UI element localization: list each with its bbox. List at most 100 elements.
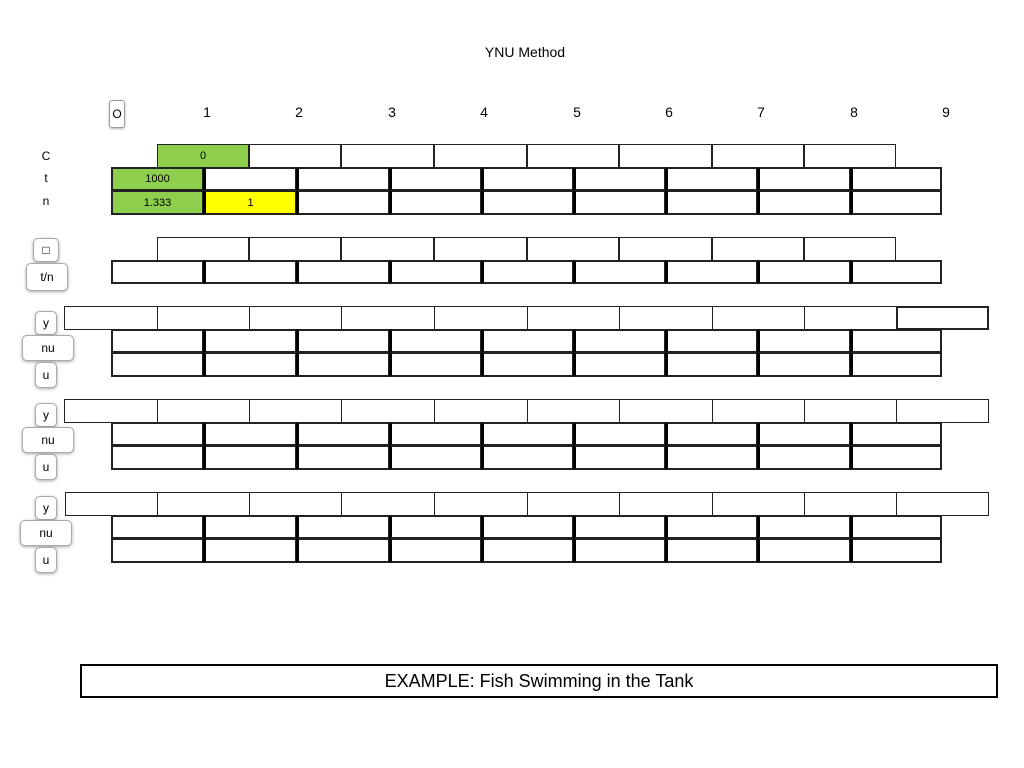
nu-cell bbox=[389, 515, 482, 539]
row-label-c: C bbox=[41, 149, 51, 163]
u-cell bbox=[757, 445, 851, 470]
u-cell bbox=[203, 352, 297, 377]
u-cell bbox=[296, 538, 390, 563]
nu-cell bbox=[203, 515, 297, 539]
t-cell bbox=[481, 167, 574, 191]
nu-cell bbox=[203, 329, 297, 353]
nu-cell bbox=[296, 329, 390, 353]
blank-cell bbox=[157, 237, 249, 261]
t-cell bbox=[665, 167, 758, 191]
nu-cell bbox=[111, 329, 204, 353]
c-cell bbox=[527, 144, 619, 168]
column-number-4: 4 bbox=[480, 104, 488, 120]
y-cell bbox=[249, 399, 342, 423]
blank-cell bbox=[527, 237, 619, 261]
nu-cell bbox=[481, 515, 574, 539]
tn-cell bbox=[389, 260, 482, 284]
t-cell bbox=[389, 167, 482, 191]
n-cell bbox=[573, 190, 666, 215]
n-cell bbox=[389, 190, 482, 215]
y-cell bbox=[157, 306, 250, 330]
y-cell bbox=[712, 399, 805, 423]
blank-label-tab: □ bbox=[33, 238, 59, 262]
t-cell bbox=[850, 167, 942, 191]
n-cell bbox=[481, 190, 574, 215]
c-cell bbox=[712, 144, 804, 168]
tn-label-tab: t/n bbox=[26, 263, 68, 291]
column-number-6: 6 bbox=[665, 104, 673, 120]
u-cell bbox=[389, 352, 482, 377]
nu-cell bbox=[573, 422, 666, 446]
nu-cell bbox=[296, 422, 390, 446]
tn-cell bbox=[665, 260, 758, 284]
y-cell bbox=[64, 306, 158, 330]
u-label-tab: u bbox=[35, 454, 57, 480]
t-cell bbox=[203, 167, 297, 191]
nu-cell bbox=[665, 422, 758, 446]
y-cell bbox=[434, 399, 528, 423]
y-cell bbox=[249, 306, 342, 330]
page-title: YNU Method bbox=[484, 44, 566, 60]
blank-cell bbox=[434, 237, 527, 261]
y-cell bbox=[619, 399, 713, 423]
y-cell bbox=[619, 492, 713, 516]
c-cell bbox=[249, 144, 341, 168]
nu-cell bbox=[850, 422, 942, 446]
tn-cell bbox=[850, 260, 942, 284]
nu-cell bbox=[389, 329, 482, 353]
y-cell bbox=[712, 492, 805, 516]
nu-label-tab: nu bbox=[22, 335, 74, 361]
nu-cell bbox=[850, 515, 942, 539]
c-cell bbox=[619, 144, 712, 168]
n-cell bbox=[757, 190, 851, 215]
nu-cell bbox=[389, 422, 482, 446]
y-cell bbox=[619, 306, 713, 330]
blank-cell bbox=[619, 237, 712, 261]
nu-cell bbox=[111, 515, 204, 539]
y-cell bbox=[804, 492, 897, 516]
t-cell bbox=[757, 167, 851, 191]
u-cell bbox=[850, 538, 942, 563]
y-cell bbox=[896, 399, 989, 423]
u-cell bbox=[850, 445, 942, 470]
u-label-tab: u bbox=[35, 362, 57, 388]
u-cell bbox=[389, 538, 482, 563]
nu-cell bbox=[573, 515, 666, 539]
nu-cell bbox=[481, 422, 574, 446]
y-label-tab: y bbox=[35, 311, 57, 335]
nu-label-tab: nu bbox=[20, 520, 72, 546]
t-cell-first: 1000 bbox=[111, 167, 204, 191]
u-label-tab: u bbox=[35, 547, 57, 573]
nu-cell bbox=[665, 515, 758, 539]
c-cell bbox=[804, 144, 896, 168]
n-cell bbox=[296, 190, 390, 215]
example-caption: EXAMPLE: Fish Swimming in the Tank bbox=[80, 664, 998, 698]
nu-label-tab: nu bbox=[22, 427, 74, 453]
y-cell bbox=[249, 492, 342, 516]
y-cell bbox=[527, 492, 620, 516]
row-label-t: t bbox=[44, 171, 48, 185]
nu-cell bbox=[757, 329, 851, 353]
nu-cell bbox=[665, 329, 758, 353]
blank-cell bbox=[712, 237, 804, 261]
nu-cell bbox=[573, 329, 666, 353]
y-cell bbox=[434, 306, 528, 330]
n-cell-first: 1.333 bbox=[111, 190, 204, 215]
u-cell bbox=[481, 352, 574, 377]
c-cell bbox=[341, 144, 434, 168]
n-cell bbox=[850, 190, 942, 215]
u-cell bbox=[111, 445, 204, 470]
u-cell bbox=[665, 538, 758, 563]
row-label-n: n bbox=[42, 194, 50, 208]
u-cell bbox=[573, 445, 666, 470]
blank-cell bbox=[249, 237, 341, 261]
y-cell bbox=[527, 306, 620, 330]
y-cell bbox=[434, 492, 528, 516]
n-cell bbox=[665, 190, 758, 215]
y-cell bbox=[896, 306, 989, 330]
nu-cell bbox=[757, 515, 851, 539]
column-number-7: 7 bbox=[757, 104, 765, 120]
nu-cell bbox=[757, 422, 851, 446]
u-cell bbox=[665, 445, 758, 470]
c-cell-first: 0 bbox=[157, 144, 249, 168]
